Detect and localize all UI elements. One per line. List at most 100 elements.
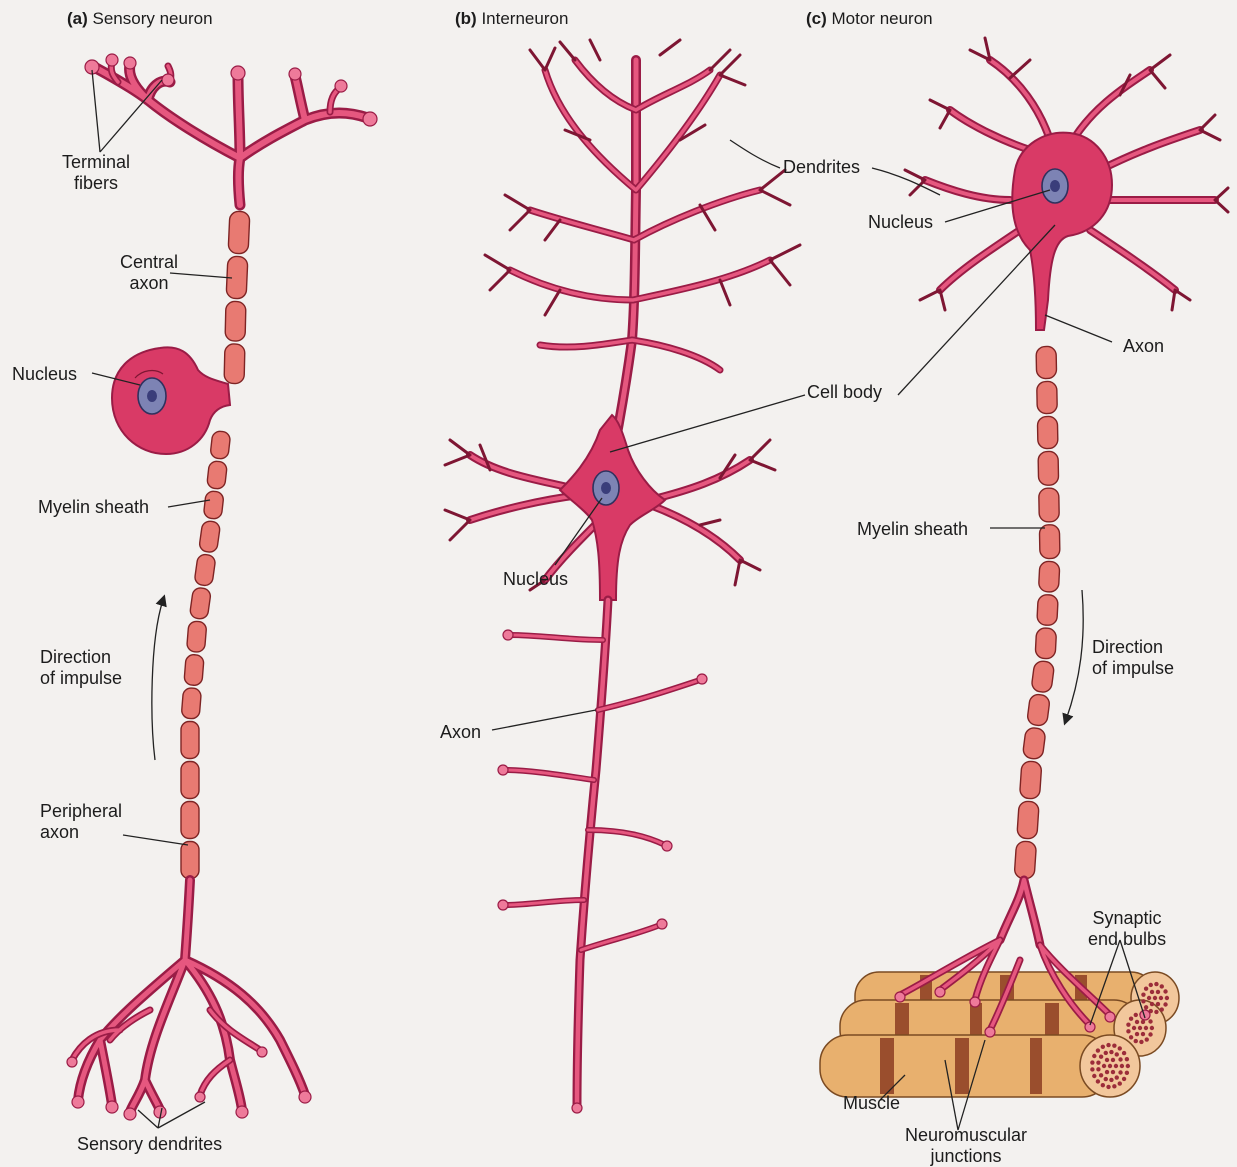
myofibril-dot bbox=[1156, 1002, 1160, 1006]
label-sensory-direction: Direction of impulse bbox=[40, 647, 122, 689]
motor-neuron bbox=[820, 38, 1228, 1130]
interneuron-cell-body bbox=[560, 415, 665, 600]
myofibril-dot bbox=[1109, 1078, 1113, 1082]
axon-terminal-tip bbox=[572, 1103, 582, 1113]
label-motor-myelin-sheath: Myelin sheath bbox=[857, 519, 968, 540]
myofibril-dot bbox=[1150, 1026, 1154, 1030]
myofibril-dot bbox=[1126, 1029, 1130, 1033]
myelin-segment bbox=[181, 842, 199, 879]
myelin-segment bbox=[194, 554, 216, 587]
sensory-peripheral-axon bbox=[181, 430, 231, 878]
myofibril-dot bbox=[1090, 1067, 1094, 1071]
myofibril-dot bbox=[1135, 1032, 1139, 1036]
interneuron-dendrites bbox=[485, 40, 800, 470]
myofibril-dot bbox=[1106, 1085, 1110, 1089]
myofibril-dot bbox=[1154, 982, 1158, 986]
panel-c-letter: (c) bbox=[806, 9, 827, 28]
muscle-fibers bbox=[820, 972, 1179, 1097]
myelin-segment bbox=[1037, 416, 1058, 448]
myofibril-dot bbox=[1104, 1077, 1108, 1081]
label-motor-direction: Direction of impulse bbox=[1092, 637, 1174, 679]
myofibril-dot bbox=[1125, 1057, 1129, 1061]
label-central-axon: Central axon bbox=[120, 252, 178, 294]
myofibril-dot bbox=[1101, 1045, 1105, 1049]
axon-terminal-tip bbox=[657, 919, 667, 929]
myofibril-dot bbox=[1112, 1084, 1116, 1088]
myelin-segment bbox=[1039, 488, 1060, 522]
panel-b-letter: (b) bbox=[455, 9, 477, 28]
label-interneuron-nucleus: Nucleus bbox=[503, 569, 568, 590]
myofibril-dot bbox=[1096, 1048, 1100, 1052]
myofibril-dot bbox=[1160, 984, 1164, 988]
panel-a-title: (a) Sensory neuron bbox=[67, 8, 213, 29]
myofibril-dot bbox=[1153, 996, 1157, 1000]
myelin-segment bbox=[203, 490, 224, 519]
myofibril-dot bbox=[1115, 1052, 1119, 1056]
myofibril-dot bbox=[1112, 1043, 1116, 1047]
myelin-segment bbox=[1017, 801, 1039, 839]
myofibril-dot bbox=[1129, 1017, 1133, 1021]
axon-terminal-tip bbox=[503, 630, 513, 640]
myelin-segment bbox=[1038, 451, 1059, 485]
myelin-segment bbox=[1036, 346, 1057, 378]
myofibril-dot bbox=[1163, 1002, 1167, 1006]
myelin-segment bbox=[210, 430, 231, 459]
myelin-segment bbox=[225, 301, 246, 341]
myofibril-dot bbox=[1109, 1050, 1113, 1054]
myofibril-dot bbox=[1096, 1060, 1100, 1064]
myofibril-dot bbox=[1099, 1073, 1103, 1077]
panel-a-title-text: Sensory neuron bbox=[93, 9, 213, 28]
label-sensory-myelin-sheath: Myelin sheath bbox=[38, 497, 149, 518]
myofibril-dot bbox=[1118, 1057, 1122, 1061]
sensory-dendrites bbox=[67, 880, 311, 1120]
axon-terminal-tip bbox=[662, 841, 672, 851]
myofibril-dot bbox=[1129, 1035, 1133, 1039]
myofibril-dot bbox=[1159, 996, 1163, 1000]
myofibril-dot bbox=[1141, 992, 1145, 996]
label-neuromuscular-junctions: Neuromuscular junctions bbox=[905, 1125, 1027, 1167]
myofibril-dot bbox=[1108, 1064, 1112, 1068]
myofibril-dot bbox=[1092, 1054, 1096, 1058]
myofibril-dot bbox=[1096, 1079, 1100, 1083]
myofibril-dot bbox=[1118, 1046, 1122, 1050]
myelin-segment bbox=[181, 722, 199, 759]
myofibril-dot bbox=[1135, 1020, 1139, 1024]
myofibril-dot bbox=[1126, 1064, 1130, 1068]
motor-direction-arrow bbox=[1066, 590, 1083, 720]
myofibril-dot bbox=[1149, 983, 1153, 987]
myofibril-dot bbox=[1144, 1026, 1148, 1030]
myofibril-dot bbox=[1138, 1026, 1142, 1030]
myelin-segment bbox=[1019, 761, 1041, 799]
myofibril-dot bbox=[1115, 1075, 1119, 1079]
myelin-segment bbox=[199, 520, 221, 553]
myelin-segment bbox=[1027, 694, 1051, 727]
myofibril-dot bbox=[1134, 1039, 1138, 1043]
myofibril-dot bbox=[1141, 999, 1145, 1003]
myelin-segment bbox=[228, 211, 250, 254]
panel-c-title: (c) Motor neuron bbox=[806, 8, 933, 29]
myofibril-dot bbox=[1126, 1022, 1130, 1026]
myofibril-dot bbox=[1139, 1040, 1143, 1044]
axon-terminal-tip bbox=[498, 900, 508, 910]
myelin-segment bbox=[181, 762, 199, 799]
myofibril-dot bbox=[1145, 1037, 1149, 1041]
myofibril-dot bbox=[1122, 1077, 1126, 1081]
myelin-segment bbox=[184, 654, 204, 686]
myelin-segment bbox=[1037, 381, 1058, 413]
panel-b-title-text: Interneuron bbox=[481, 9, 568, 28]
myofibril-dot bbox=[1144, 1005, 1148, 1009]
label-dendrites: Dendrites bbox=[783, 157, 860, 178]
myofibril-dot bbox=[1111, 1070, 1115, 1074]
myelin-segment bbox=[1039, 525, 1060, 559]
myofibril-dot bbox=[1125, 1071, 1129, 1075]
label-cell-body: Cell body bbox=[807, 382, 882, 403]
myofibril-dot bbox=[1114, 1064, 1118, 1068]
myelin-segment bbox=[207, 460, 228, 489]
myofibril-dot bbox=[1148, 1032, 1152, 1036]
motor-axon bbox=[1000, 346, 1060, 945]
myelin-segment bbox=[181, 802, 199, 839]
myofibril-dot bbox=[1096, 1067, 1100, 1071]
myofibril-dot bbox=[1163, 989, 1167, 993]
myofibril-dot bbox=[1101, 1083, 1105, 1087]
